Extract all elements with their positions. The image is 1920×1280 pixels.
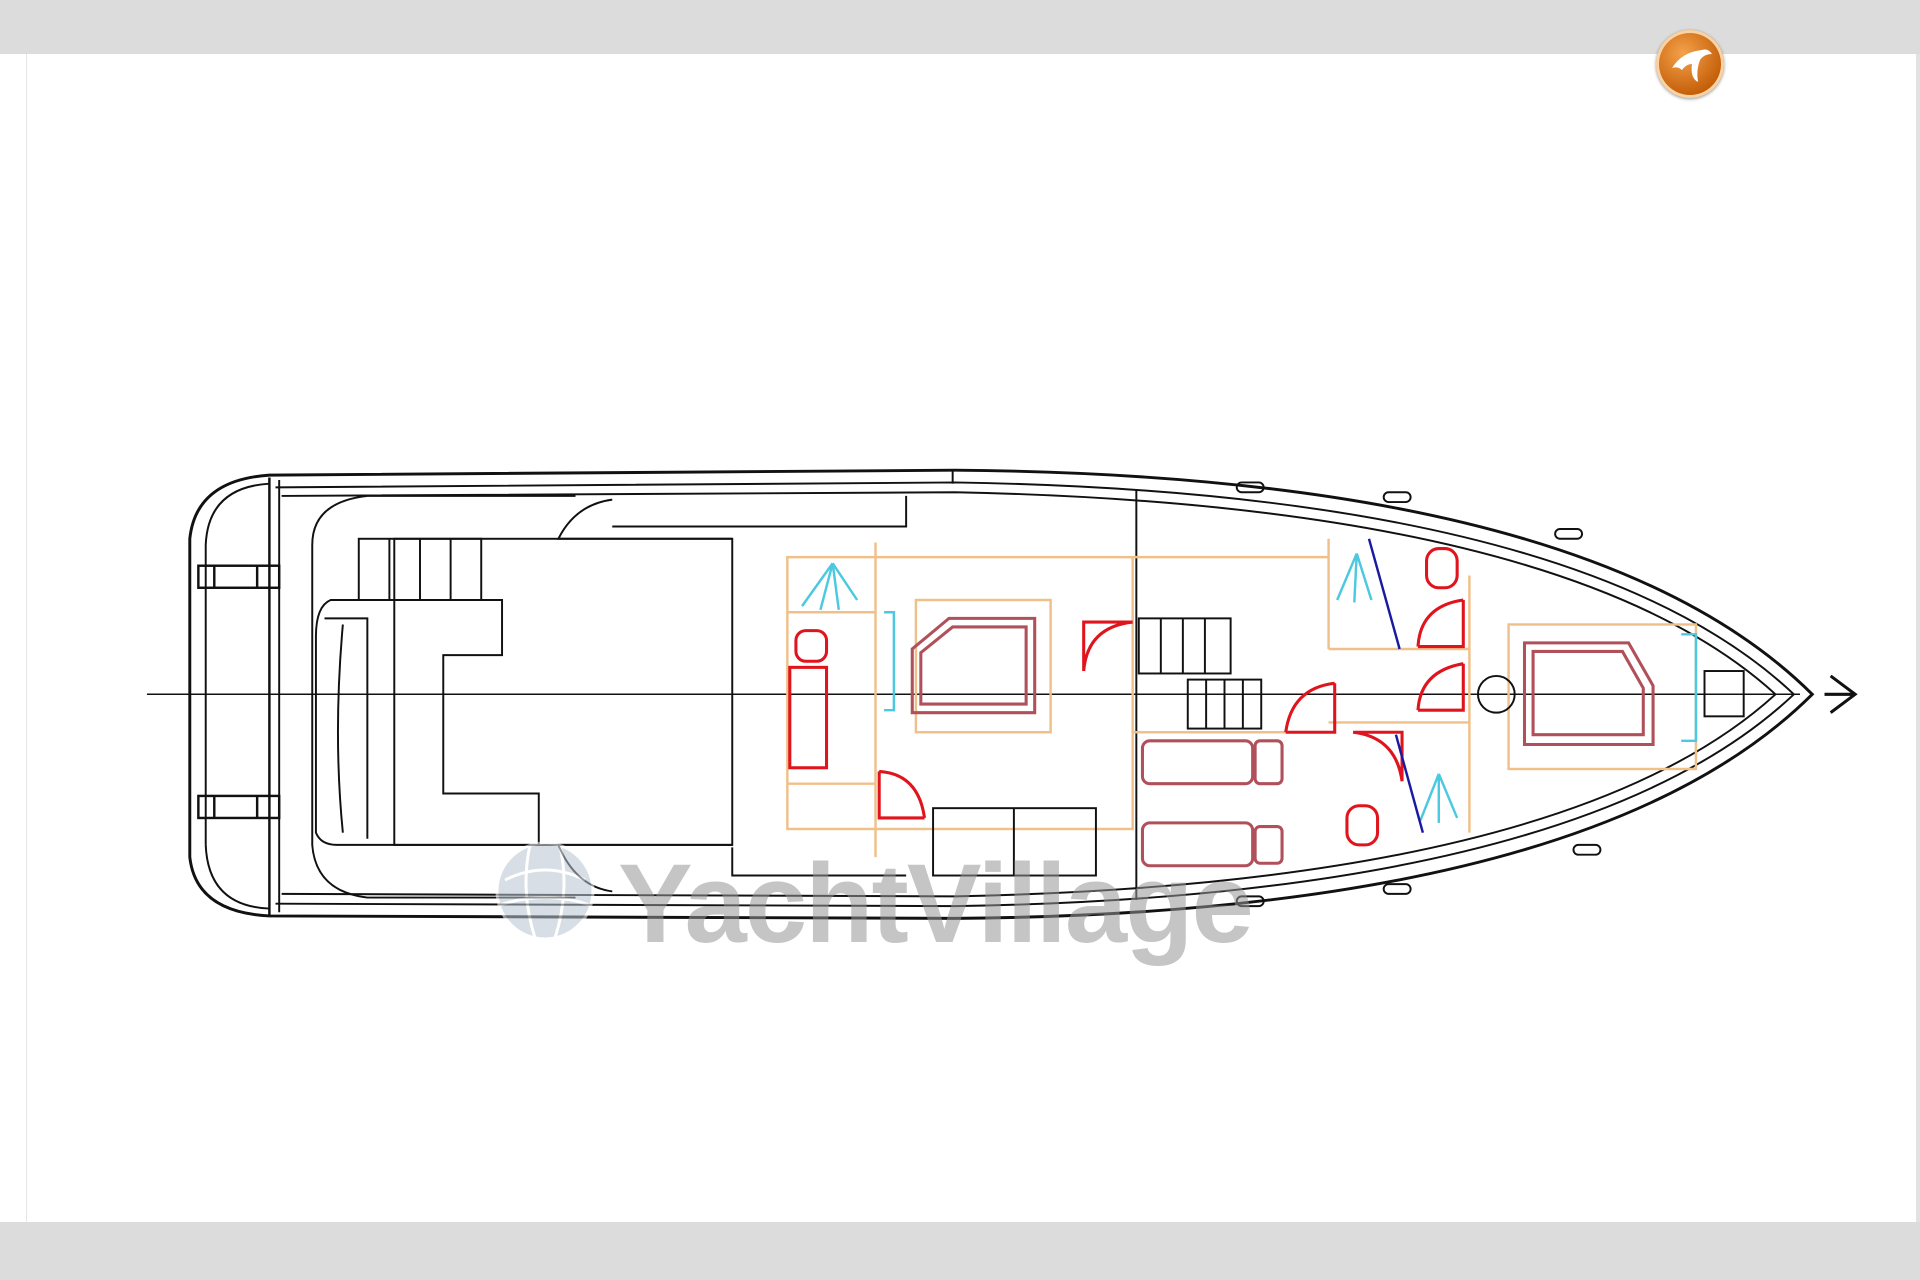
cleat [197,564,281,589]
cleat [197,794,281,820]
salon [393,537,734,846]
hull-inner [275,481,1796,908]
bird-logo-icon [1656,30,1724,98]
anchor-arrow [1824,674,1858,714]
stern-stairs [357,537,483,601]
interior-stairs [1137,617,1263,730]
bottom-bar [0,1222,1920,1280]
windlass [1703,670,1745,718]
top-bar [0,0,1920,54]
bed [910,616,1655,868]
hull-outline [188,468,1815,920]
right-border [1916,54,1920,1222]
porthole [1235,481,1602,908]
aft-sofa [314,599,540,846]
left-border [26,54,27,1222]
watermark-globe-icon [495,841,595,941]
watermark-text: YachtVillage [618,841,1254,966]
